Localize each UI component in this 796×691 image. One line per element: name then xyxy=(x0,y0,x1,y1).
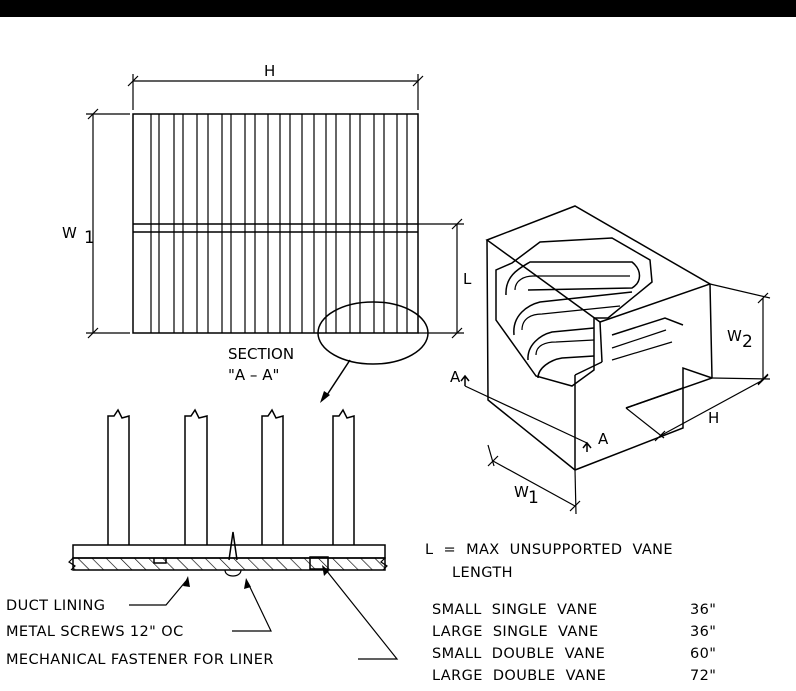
vane-section-3 xyxy=(261,408,284,545)
vane-length: 36" xyxy=(690,624,716,640)
elevation-w1-label: W xyxy=(62,224,77,242)
iso-w1-label: W xyxy=(514,483,529,501)
iso-w2-sub: 2 xyxy=(742,332,753,352)
vane-length: 36" xyxy=(690,602,716,618)
section-title-line1: SECTION xyxy=(228,345,294,363)
cut-label-bottom: A xyxy=(598,430,609,448)
elevation-h-label: H xyxy=(264,62,275,80)
elevation-w1-sub: 1 xyxy=(84,228,95,248)
section-callout-ellipse xyxy=(317,301,429,365)
iso-right-face xyxy=(625,283,713,409)
isometric-view: W 2 H W 1 A A xyxy=(450,205,771,515)
metal-screw xyxy=(228,531,238,561)
rail-clip xyxy=(153,558,167,564)
liner-fastener xyxy=(309,556,329,570)
cut-arrow-bottom xyxy=(582,441,592,452)
vane-length: 60" xyxy=(690,646,716,662)
notes-block: L = MAX UNSUPPORTED VANE LENGTH SMALL SI… xyxy=(425,542,716,684)
vane-section-4 xyxy=(332,408,355,545)
cut-label-top: A xyxy=(450,368,461,386)
cut-arrow-top xyxy=(460,374,470,386)
vane-section-1 xyxy=(107,408,130,545)
section-title-line2: "A – A" xyxy=(228,366,279,384)
iso-h-label: H xyxy=(708,409,719,427)
vane-type: SMALL SINGLE VANE xyxy=(432,602,598,618)
elevation-view: H W 1 L xyxy=(62,62,472,403)
iso-w1-sub: 1 xyxy=(528,488,539,508)
vane-type: LARGE DOUBLE VANE xyxy=(432,668,606,684)
iso-w2-label: W xyxy=(727,327,742,345)
section-leader-arrow xyxy=(320,391,330,403)
vane-length: 72" xyxy=(690,668,716,684)
fastener-label: MECHANICAL FASTENER FOR LINER xyxy=(6,652,274,668)
duct-lining-label: DUCT LINING xyxy=(6,598,105,614)
vane-type: LARGE SINGLE VANE xyxy=(432,624,599,640)
vane-lines xyxy=(150,114,408,333)
iso-vane-opening xyxy=(495,237,653,387)
iso-top-face xyxy=(485,205,712,323)
l-definition-line1: L = MAX UNSUPPORTED VANE xyxy=(425,542,673,558)
l-definition-line2: LENGTH xyxy=(452,565,513,581)
elevation-l-label: L xyxy=(463,270,472,288)
vane-length-table: SMALL SINGLE VANE 36" LARGE SINGLE VANE … xyxy=(432,602,716,684)
title-bar xyxy=(0,0,796,17)
metal-screws-label: METAL SCREWS 12" OC xyxy=(6,624,184,640)
vane-type: SMALL DOUBLE VANE xyxy=(432,646,605,662)
iso-vanes xyxy=(505,261,684,379)
section-detail: DUCT LINING METAL SCREWS 12" OC MECHANIC… xyxy=(6,408,399,668)
vane-section-2 xyxy=(184,408,208,545)
